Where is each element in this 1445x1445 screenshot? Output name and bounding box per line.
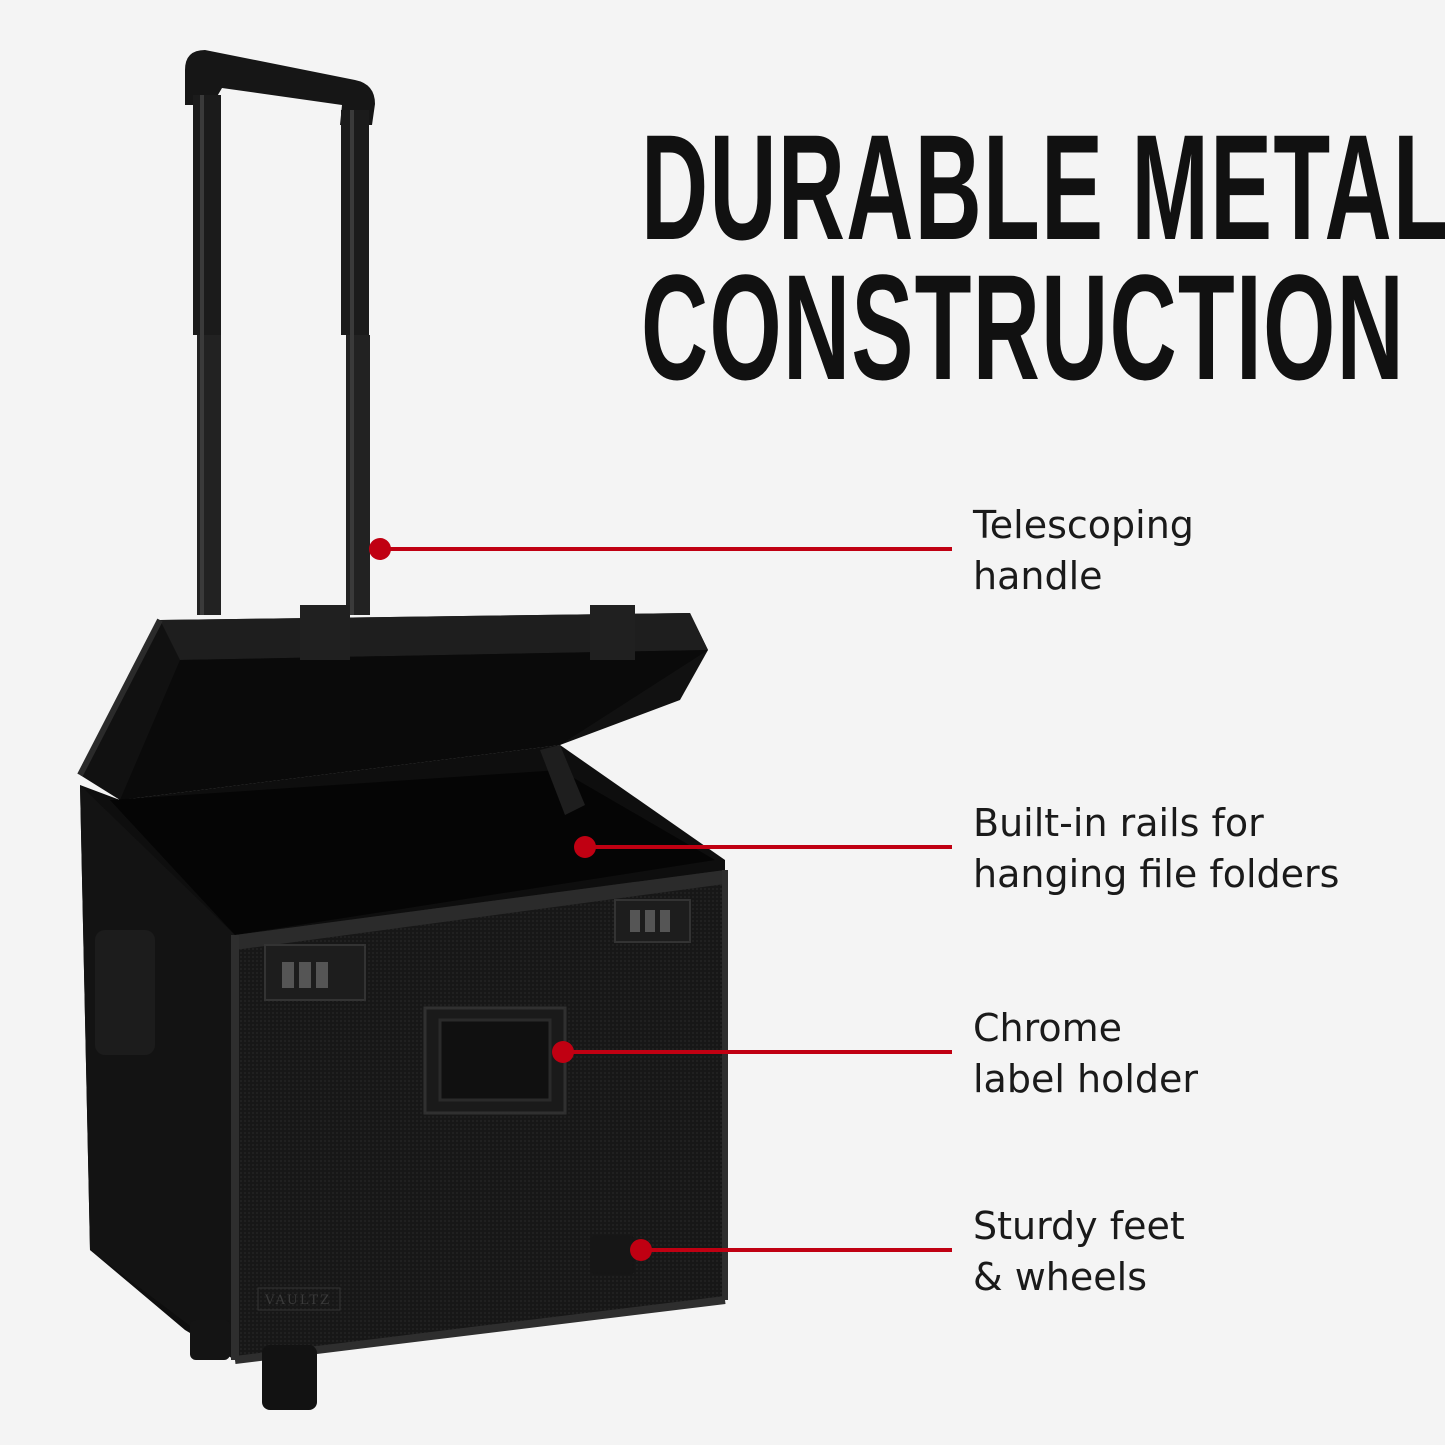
case-lid: [77, 605, 708, 800]
callout-line-1: Chrome: [973, 1006, 1123, 1050]
callout-leaders: [369, 538, 952, 1261]
callout-line-2: label holder: [973, 1057, 1198, 1101]
callout-sturdy-feet-wheels: Sturdy feet & wheels: [973, 1201, 1185, 1303]
leader-dot-feet-wheels: [630, 1239, 652, 1261]
vaultz-logo: VAULTZ: [264, 1293, 331, 1308]
callout-line-1: Built-in rails for: [973, 801, 1264, 845]
callout-built-in-rails: Built-in rails for hanging file folders: [973, 798, 1339, 900]
headline-line-2: CONSTRUCTION: [641, 243, 1406, 411]
headline-line-1: DURABLE METAL: [641, 103, 1445, 271]
callout-line-1: Telescoping: [973, 503, 1194, 547]
callout-chrome-label-holder: Chrome label holder: [973, 1003, 1198, 1105]
callout-line-2: handle: [973, 554, 1103, 598]
leader-dot-telescoping-handle: [369, 538, 391, 560]
callout-line-2: & wheels: [973, 1255, 1147, 1299]
leader-dot-label-holder: [552, 1041, 574, 1063]
callout-telescoping-handle: Telescoping handle: [973, 500, 1194, 602]
callout-line-2: hanging file folders: [973, 852, 1340, 896]
callout-line-1: Sturdy feet: [973, 1204, 1185, 1248]
case-body: VAULTZ: [80, 745, 728, 1410]
leader-dot-rails: [574, 836, 596, 858]
telescoping-handle: [185, 50, 375, 615]
